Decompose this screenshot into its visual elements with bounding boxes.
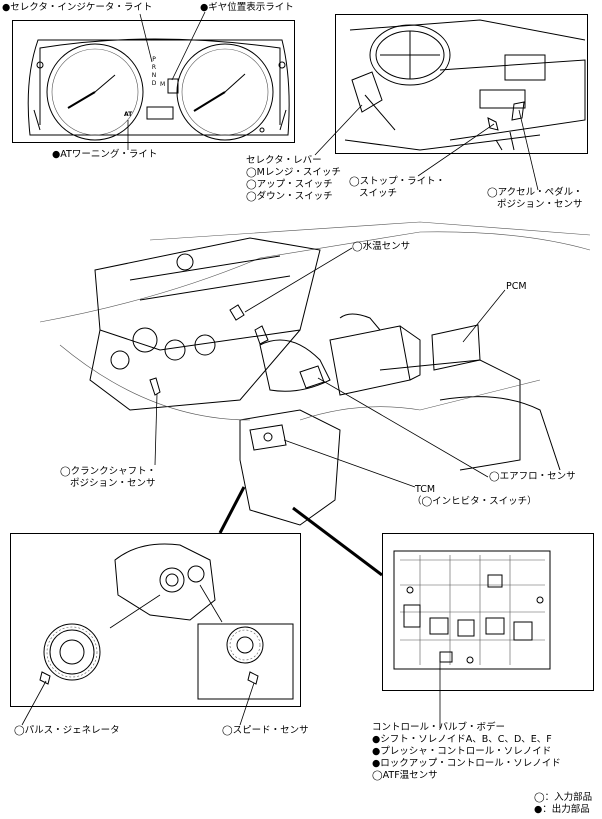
selector-lever-label: セレクタ・レバー ◯Mレンジ・スイッチ ◯アップ・スイッチ ◯ダウン・スイッチ [246, 155, 341, 203]
cluster-m-indicator: M [160, 81, 166, 88]
inhibitor-switch-label: （◯インヒビタ・スイッチ） [412, 496, 537, 507]
crankshaft-sensor-line1: ◯クランクシャフト・ [60, 466, 157, 477]
cluster-r: R [151, 64, 157, 71]
accel-pedal-sensor-label: ◯アクセル・ペダル・ ポジション・センサ [487, 187, 583, 211]
pcm-label: PCM [506, 281, 527, 292]
control-valve-body-title: コントロール・バルブ・ボデー [372, 722, 506, 733]
accel-pedal-sensor-line1: ◯アクセル・ペダル・ [487, 187, 583, 198]
speed-sensor-label: ◯スピード・センサ [222, 725, 309, 736]
lockup-control-solenoid-label: ●ロックアップ・コントロール・ソレノイド [372, 758, 561, 769]
crankshaft-sensor-label: ◯クランクシャフト・ ポジション・センサ [60, 466, 156, 490]
speed-sensor-illustration [197, 623, 294, 700]
up-switch-label: ◯アップ・スイッチ [246, 179, 333, 190]
crankshaft-sensor-line2: ポジション・センサ [70, 478, 156, 489]
cluster-n: N [151, 72, 157, 79]
control-valve-body-label: コントロール・バルブ・ボデー ●シフト・ソレノイドA、B、C、D、E、F ●プレ… [372, 722, 561, 782]
cluster-d: D [151, 80, 157, 87]
transmission-case-illustration [114, 543, 216, 621]
instrument-cluster [27, 38, 290, 141]
gear-position-light-label: ●ギヤ位置表示ライト [200, 2, 294, 13]
legend-input: ◯：入力部品 [534, 792, 593, 803]
at-warning-light-label: ●ATワーニング・ライト [52, 149, 158, 160]
down-switch-label: ◯ダウン・スイッチ [246, 191, 333, 202]
control-valve-body-illustration [393, 550, 551, 670]
stop-light-switch-label: ◯ストップ・ライト・ スイッチ [349, 176, 445, 200]
sensor-detail-panel [10, 533, 301, 707]
airflow-sensor-label: ◯エアフロ・センサ [489, 471, 576, 482]
pressure-control-solenoid-label: ●プレッシャ・コントロール・ソレノイド [372, 746, 552, 757]
tcm-label: TCM [415, 484, 436, 495]
legend-output: ●：出力部品 [534, 804, 590, 815]
engine-bay-illustration [39, 221, 591, 526]
shift-solenoid-label: ●シフト・ソレノイドA、B、C、D、E、F [372, 734, 552, 745]
cabin-illustration [344, 19, 586, 151]
selector-indicator-label: ●セレクタ・インジケータ・ライト [2, 2, 153, 13]
stop-light-switch-line2: スイッチ [359, 188, 398, 199]
cluster-at-indicator: AT [124, 111, 133, 118]
water-temp-sensor-label: ◯水温センサ [352, 241, 411, 252]
cluster-prnd: P R N D [149, 56, 159, 88]
selector-lever-title: セレクタ・レバー [246, 155, 322, 166]
accel-pedal-sensor-line2: ポジション・センサ [497, 199, 583, 210]
atf-temp-sensor-label: ◯ATF温センサ [372, 770, 438, 781]
m-range-switch-label: ◯Mレンジ・スイッチ [246, 167, 341, 178]
stop-light-switch-line1: ◯ストップ・ライト・ [349, 176, 446, 187]
pulse-generator-illustration [39, 623, 101, 685]
cluster-p: P [152, 56, 156, 63]
pulse-generator-label: ◯パルス・ジェネレータ [14, 725, 120, 736]
